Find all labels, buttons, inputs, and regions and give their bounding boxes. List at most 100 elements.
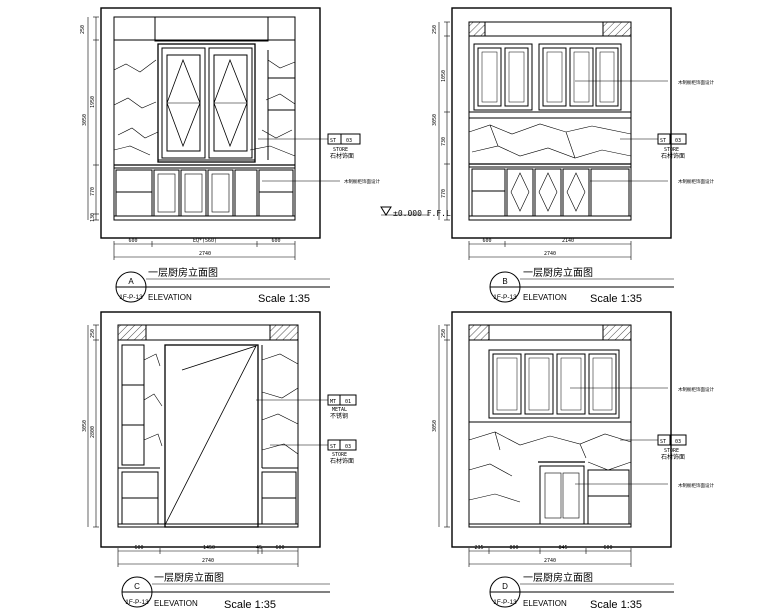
- horizontal-dimension-chain: [468, 548, 632, 567]
- wall-inner: [468, 324, 632, 528]
- dim-h: 600: [271, 238, 280, 244]
- ceiling-hatch-left: [117, 324, 147, 341]
- dim-v: 3050: [432, 420, 438, 432]
- base-cabinets: [114, 169, 295, 217]
- tag-code: ST: [330, 444, 336, 450]
- wall-outline: [100, 311, 321, 548]
- dim-h: EQ*(560): [193, 238, 217, 244]
- dim-h: 800: [509, 545, 518, 551]
- tag-num: 03: [345, 444, 351, 450]
- vertical-dimension-chain: [87, 324, 99, 528]
- badge-code: 1F-P-13: [119, 294, 143, 301]
- dim-h: 845: [558, 545, 567, 551]
- elevation-d: [438, 311, 687, 608]
- dim-v: 3050: [82, 114, 88, 126]
- tag-code: ST: [330, 138, 336, 144]
- ceiling-hatch-left: [468, 324, 490, 341]
- dim-v: 3050: [432, 114, 438, 126]
- dim-v: 250: [441, 329, 447, 338]
- dim-v: 1050: [441, 70, 447, 82]
- scale-label: Scale 1:35: [590, 293, 642, 305]
- wall-outline: [451, 7, 672, 239]
- dim-h: 600: [603, 545, 612, 551]
- dim-h: 2140: [562, 238, 574, 244]
- range-hood: [154, 16, 269, 42]
- stone-texture: [143, 353, 299, 455]
- tag-cn: 石材饰面: [330, 152, 354, 160]
- sliding-door: [164, 344, 259, 528]
- horizontal-dimension-chain: [113, 241, 296, 260]
- elevation-b: [438, 7, 687, 303]
- wall-inner: [117, 324, 299, 528]
- vertical-dimension-chain: [87, 16, 99, 221]
- wall-outline: [451, 311, 672, 548]
- ceiling-hatch-left: [468, 21, 486, 37]
- elevation-subtitle: ELEVATION: [523, 293, 567, 302]
- ceiling-hatch-right: [602, 21, 632, 37]
- elevation-c: [87, 311, 357, 608]
- tag-en: STORE: [664, 448, 679, 454]
- dim-v: 250: [90, 329, 96, 338]
- dim-v: 770: [441, 189, 447, 198]
- dim-h: 600: [128, 238, 137, 244]
- scale-label: Scale 1:35: [258, 293, 310, 305]
- dim-v: 250: [80, 25, 86, 34]
- ceiling-hatch-right: [602, 324, 632, 341]
- tag-num: 03: [675, 439, 681, 445]
- vertical-dimension-chain: [438, 324, 450, 528]
- elevation-title: 一层厨房立面图: [154, 571, 224, 584]
- upper-glass-cabinet: [157, 43, 256, 163]
- vertical-dimension-chain: [438, 21, 450, 221]
- dim-total: 2740: [202, 558, 214, 564]
- wall-inner: [468, 21, 632, 221]
- tag-en: STORE: [333, 147, 348, 153]
- badge-letter: B: [502, 277, 507, 286]
- elevation-a: [87, 7, 361, 303]
- tag-code: ST: [660, 138, 666, 144]
- elevation-title: 一层厨房立面图: [523, 266, 593, 279]
- note: 木制橱柜饰面设计: [678, 178, 714, 185]
- stone-texture: [468, 123, 632, 159]
- level-marker-label: ±0.000 F.F.L: [393, 209, 451, 218]
- tag-num: 03: [675, 138, 681, 144]
- horizontal-dimension-chain: [468, 241, 632, 260]
- stone-texture: [468, 431, 632, 503]
- badge-code: 1F-P-13: [493, 599, 517, 606]
- note: 木制橱柜饰面设计: [678, 386, 714, 393]
- stone-texture: [113, 59, 296, 157]
- badge-letter: C: [134, 582, 140, 591]
- note: 木制橱柜饰面设计: [678, 79, 714, 86]
- dim-v: 250: [432, 25, 438, 34]
- level-marker: [380, 206, 430, 216]
- dim-h: 600: [134, 545, 143, 551]
- dim-total: 2740: [544, 251, 556, 257]
- dim-v: 3050: [82, 420, 88, 432]
- dim-h: 600: [482, 238, 491, 244]
- tag-code: ST: [660, 439, 666, 445]
- dim-total: 2740: [544, 558, 556, 564]
- scale-label: Scale 1:35: [590, 599, 642, 611]
- left-shelving: [118, 344, 160, 525]
- badge-code: 1F-P-13: [125, 599, 149, 606]
- dim-h: 600: [275, 545, 284, 551]
- tag-cn: 石材饰面: [661, 453, 685, 461]
- dim-total: 2740: [199, 251, 211, 257]
- elevation-title: 一层厨房立面图: [148, 266, 218, 279]
- dim-v: 2800: [90, 426, 96, 438]
- elevation-subtitle: ELEVATION: [148, 293, 192, 302]
- tag-en: STORE: [664, 147, 679, 153]
- badge-letter: D: [502, 582, 508, 591]
- scale-label: Scale 1:35: [224, 599, 276, 611]
- text-layer: ±0.000 F.F.L A 1F-P-13 一层厨房立面图 ELEVATION…: [80, 25, 714, 611]
- wall-outline: [100, 7, 321, 239]
- dim-v: 730: [441, 137, 447, 146]
- tag-num: 03: [346, 138, 352, 144]
- elevation-subtitle: ELEVATION: [154, 599, 198, 608]
- dim-h: 45: [256, 545, 262, 551]
- badge-code: 1F-P-13: [493, 294, 517, 301]
- elevation-subtitle: ELEVATION: [523, 599, 567, 608]
- tag-code: MT: [330, 399, 336, 405]
- elevation-title: 一层厨房立面图: [523, 571, 593, 584]
- base-cabinet: [539, 465, 585, 525]
